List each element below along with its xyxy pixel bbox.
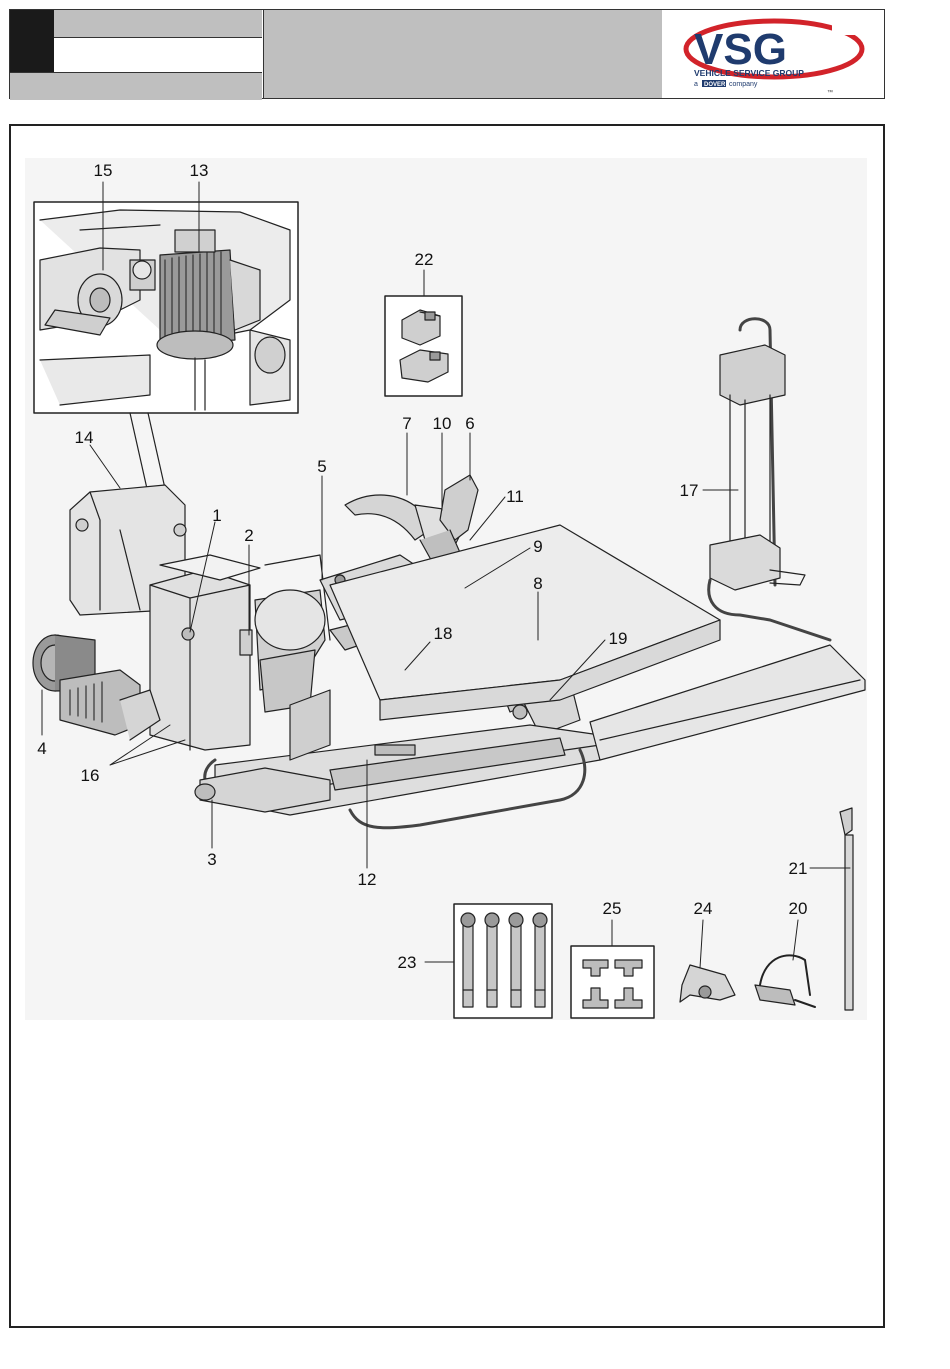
callout-15: 15 bbox=[94, 162, 113, 179]
callout-13: 13 bbox=[190, 162, 209, 179]
accessory-23-box bbox=[454, 904, 552, 1018]
callout-17: 17 bbox=[680, 482, 699, 499]
callout-1: 1 bbox=[212, 507, 221, 524]
callout-24: 24 bbox=[694, 900, 713, 917]
accessory-21 bbox=[840, 808, 853, 1010]
callout-7: 7 bbox=[402, 415, 411, 432]
callout-22: 22 bbox=[415, 251, 434, 268]
callout-21: 21 bbox=[789, 860, 808, 877]
callout-5: 5 bbox=[317, 458, 326, 475]
callout-3: 3 bbox=[207, 851, 216, 868]
accessory-20 bbox=[755, 955, 815, 1007]
callout-11: 11 bbox=[506, 488, 524, 505]
callout-6: 6 bbox=[465, 415, 474, 432]
callout-23: 23 bbox=[398, 954, 417, 971]
callout-12: 12 bbox=[358, 871, 377, 888]
callout-8: 8 bbox=[533, 575, 542, 592]
accessory-22-box bbox=[385, 296, 462, 396]
callout-4: 4 bbox=[37, 740, 46, 757]
callout-18: 18 bbox=[434, 625, 453, 642]
callout-9: 9 bbox=[533, 538, 542, 555]
callout-14: 14 bbox=[75, 429, 94, 446]
motor-detail-inset bbox=[34, 202, 298, 413]
callout-25: 25 bbox=[603, 900, 622, 917]
callout-19: 19 bbox=[609, 630, 628, 647]
callout-20: 20 bbox=[789, 900, 808, 917]
accessory-25-box bbox=[571, 946, 654, 1018]
callout-2: 2 bbox=[244, 527, 253, 544]
accessory-24 bbox=[680, 965, 735, 1002]
callout-10: 10 bbox=[433, 415, 452, 432]
callout-16: 16 bbox=[81, 767, 100, 784]
